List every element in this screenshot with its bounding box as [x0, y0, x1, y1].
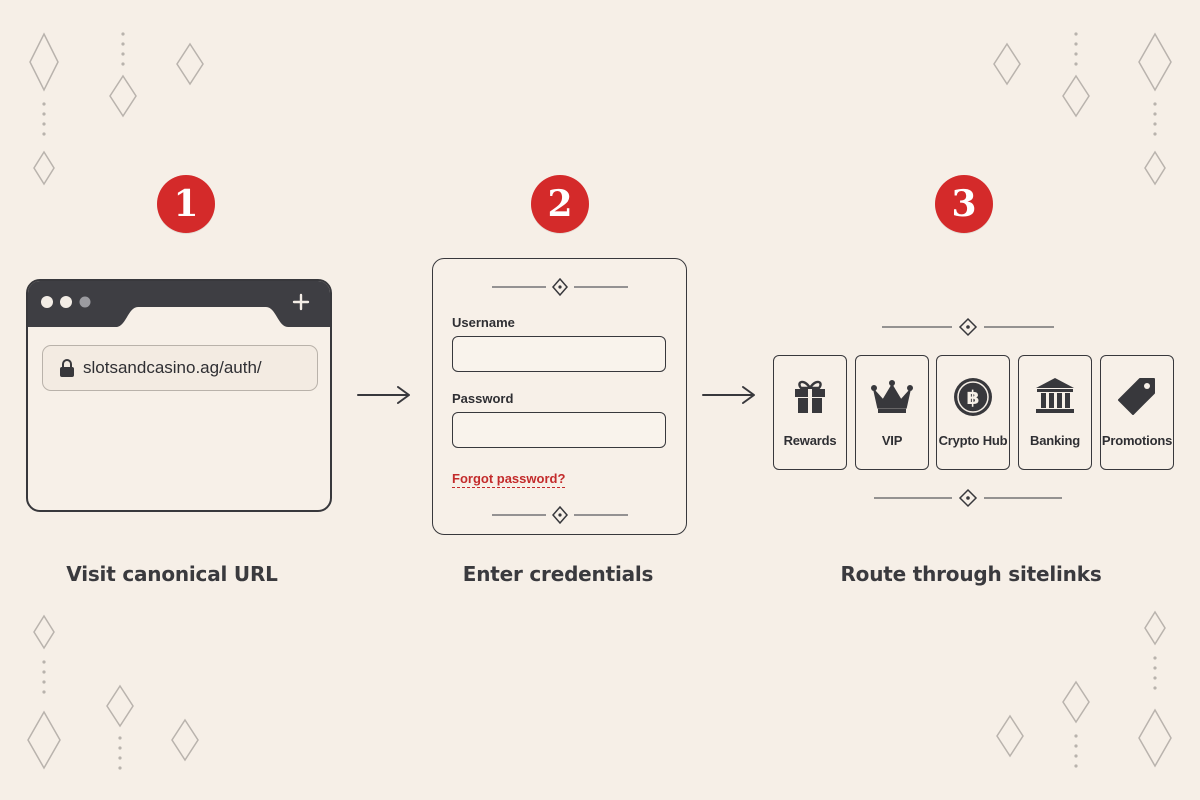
browser-window: slotsandcasino.ag/auth/ [26, 279, 332, 512]
ornament-divider [882, 317, 1054, 337]
sitelink-label: Rewards [783, 433, 837, 448]
gift-icon [795, 380, 825, 413]
lock-icon [60, 359, 74, 377]
sitelink-label: Crypto Hub [938, 433, 1008, 448]
arrow-right-icon [702, 386, 755, 404]
step-2-caption: Enter credentials [462, 562, 654, 586]
step-3-caption: Route through sitelinks [840, 562, 1102, 586]
sitelink-label: Promotions [1101, 433, 1173, 448]
ornament-divider [874, 488, 1062, 508]
forgot-password-link[interactable]: Forgot password? [452, 471, 566, 488]
sitelink-label: Banking [1030, 433, 1080, 448]
sitelink-crypto-hub[interactable]: ฿ Crypto Hub [936, 355, 1010, 470]
username-label: Username [452, 315, 515, 330]
sitelink-label: VIP [881, 433, 903, 448]
step-1-caption: Visit canonical URL [66, 562, 278, 586]
sitelink-rewards[interactable]: Rewards [773, 355, 847, 470]
ornament-divider [492, 277, 628, 297]
svg-text:฿: ฿ [966, 387, 979, 409]
step-2-badge: 2 [531, 175, 589, 233]
step-3-badge: 3 [935, 175, 993, 233]
bank-icon [1036, 378, 1074, 413]
window-controls-icon [41, 296, 91, 308]
username-field[interactable] [452, 336, 666, 372]
sitelink-vip[interactable]: VIP [855, 355, 929, 470]
bitcoin-icon: ฿ [954, 378, 992, 416]
plus-icon[interactable] [292, 293, 310, 311]
browser-tab-bar [28, 281, 330, 327]
arrow-right-icon [357, 386, 410, 404]
address-bar[interactable]: slotsandcasino.ag/auth/ [42, 345, 318, 391]
ornament-divider [492, 505, 628, 525]
sitelink-promotions[interactable]: Promotions [1100, 355, 1174, 470]
step-1-badge: 1 [157, 175, 215, 233]
crown-icon [871, 380, 913, 413]
sitelink-banking[interactable]: Banking [1018, 355, 1092, 470]
tag-icon [1118, 378, 1155, 415]
url-text: slotsandcasino.ag/auth/ [83, 358, 262, 377]
password-label: Password [452, 391, 514, 406]
password-field[interactable] [452, 412, 666, 448]
login-form: Username Password Forgot password? [432, 258, 687, 535]
